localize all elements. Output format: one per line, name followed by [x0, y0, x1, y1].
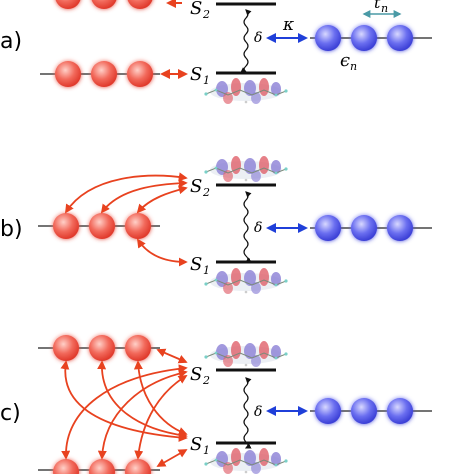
- red-arrow-c2: [60, 360, 188, 442]
- molecule-orbital-icon: [203, 447, 289, 474]
- red-arrow-b2: [100, 178, 188, 214]
- red-arrow-c7: [134, 375, 188, 460]
- s1-sub-c: 1: [203, 444, 210, 457]
- coupling-wave-b: [243, 191, 252, 263]
- panel-b-label: b): [0, 217, 23, 242]
- blue-chain-b: [310, 215, 432, 241]
- red-arrow-c1: [156, 348, 188, 364]
- s2-sub-c: 2: [202, 374, 210, 387]
- epsilon-label: ϵ: [340, 50, 350, 71]
- panel-b: b) S 2 δ S 1: [0, 155, 432, 295]
- t-sub: n: [381, 2, 388, 15]
- kappa-label: κ: [282, 15, 294, 35]
- red-arrow-b4: [137, 238, 188, 267]
- molecule-orbital-icon: [203, 340, 289, 368]
- epsilon-sub: n: [350, 60, 357, 73]
- s2-sub-b: 2: [202, 186, 210, 199]
- panel-a-label: a): [0, 29, 22, 54]
- red-chain-upper-a: [55, 0, 153, 9]
- s1-label-c: S: [190, 434, 202, 455]
- red-arrow-c8: [156, 449, 188, 467]
- red-arrow-b3: [136, 185, 188, 214]
- coupling-wave-c: [243, 377, 252, 449]
- s1-label-a: S: [190, 64, 202, 85]
- red-chain-lower-c: [38, 459, 160, 474]
- panel-a: a) S 2 δ κ t n ϵ n: [0, 0, 432, 105]
- s1-sub-b: 1: [203, 264, 210, 277]
- delta-label-a: δ: [254, 30, 262, 46]
- s2-label-c: S: [190, 364, 202, 385]
- blue-chain-a: [310, 25, 432, 51]
- panel-c: c) S 2 δ: [0, 335, 432, 474]
- molecule-orbital-icon: [203, 267, 289, 295]
- coupling-wave-a: [240, 9, 252, 73]
- panel-c-label: c): [0, 401, 21, 426]
- molecule-orbital-icon: [203, 155, 289, 183]
- t-label: t: [374, 0, 381, 12]
- s2-label-b: S: [190, 176, 202, 197]
- blue-chain-c: [310, 398, 432, 424]
- s2-sub-a: 2: [202, 8, 210, 21]
- s1-label-b: S: [190, 254, 202, 275]
- s1-sub-a: 1: [203, 74, 210, 87]
- s2-label-a: S: [190, 0, 202, 19]
- red-chain-b: [38, 213, 160, 239]
- delta-label-c: δ: [254, 404, 262, 420]
- red-chain-upper-c: [38, 335, 160, 361]
- red-chain-lower-a: [40, 61, 160, 87]
- delta-label-b: δ: [254, 220, 262, 236]
- molecule-orbital-icon: [203, 77, 289, 105]
